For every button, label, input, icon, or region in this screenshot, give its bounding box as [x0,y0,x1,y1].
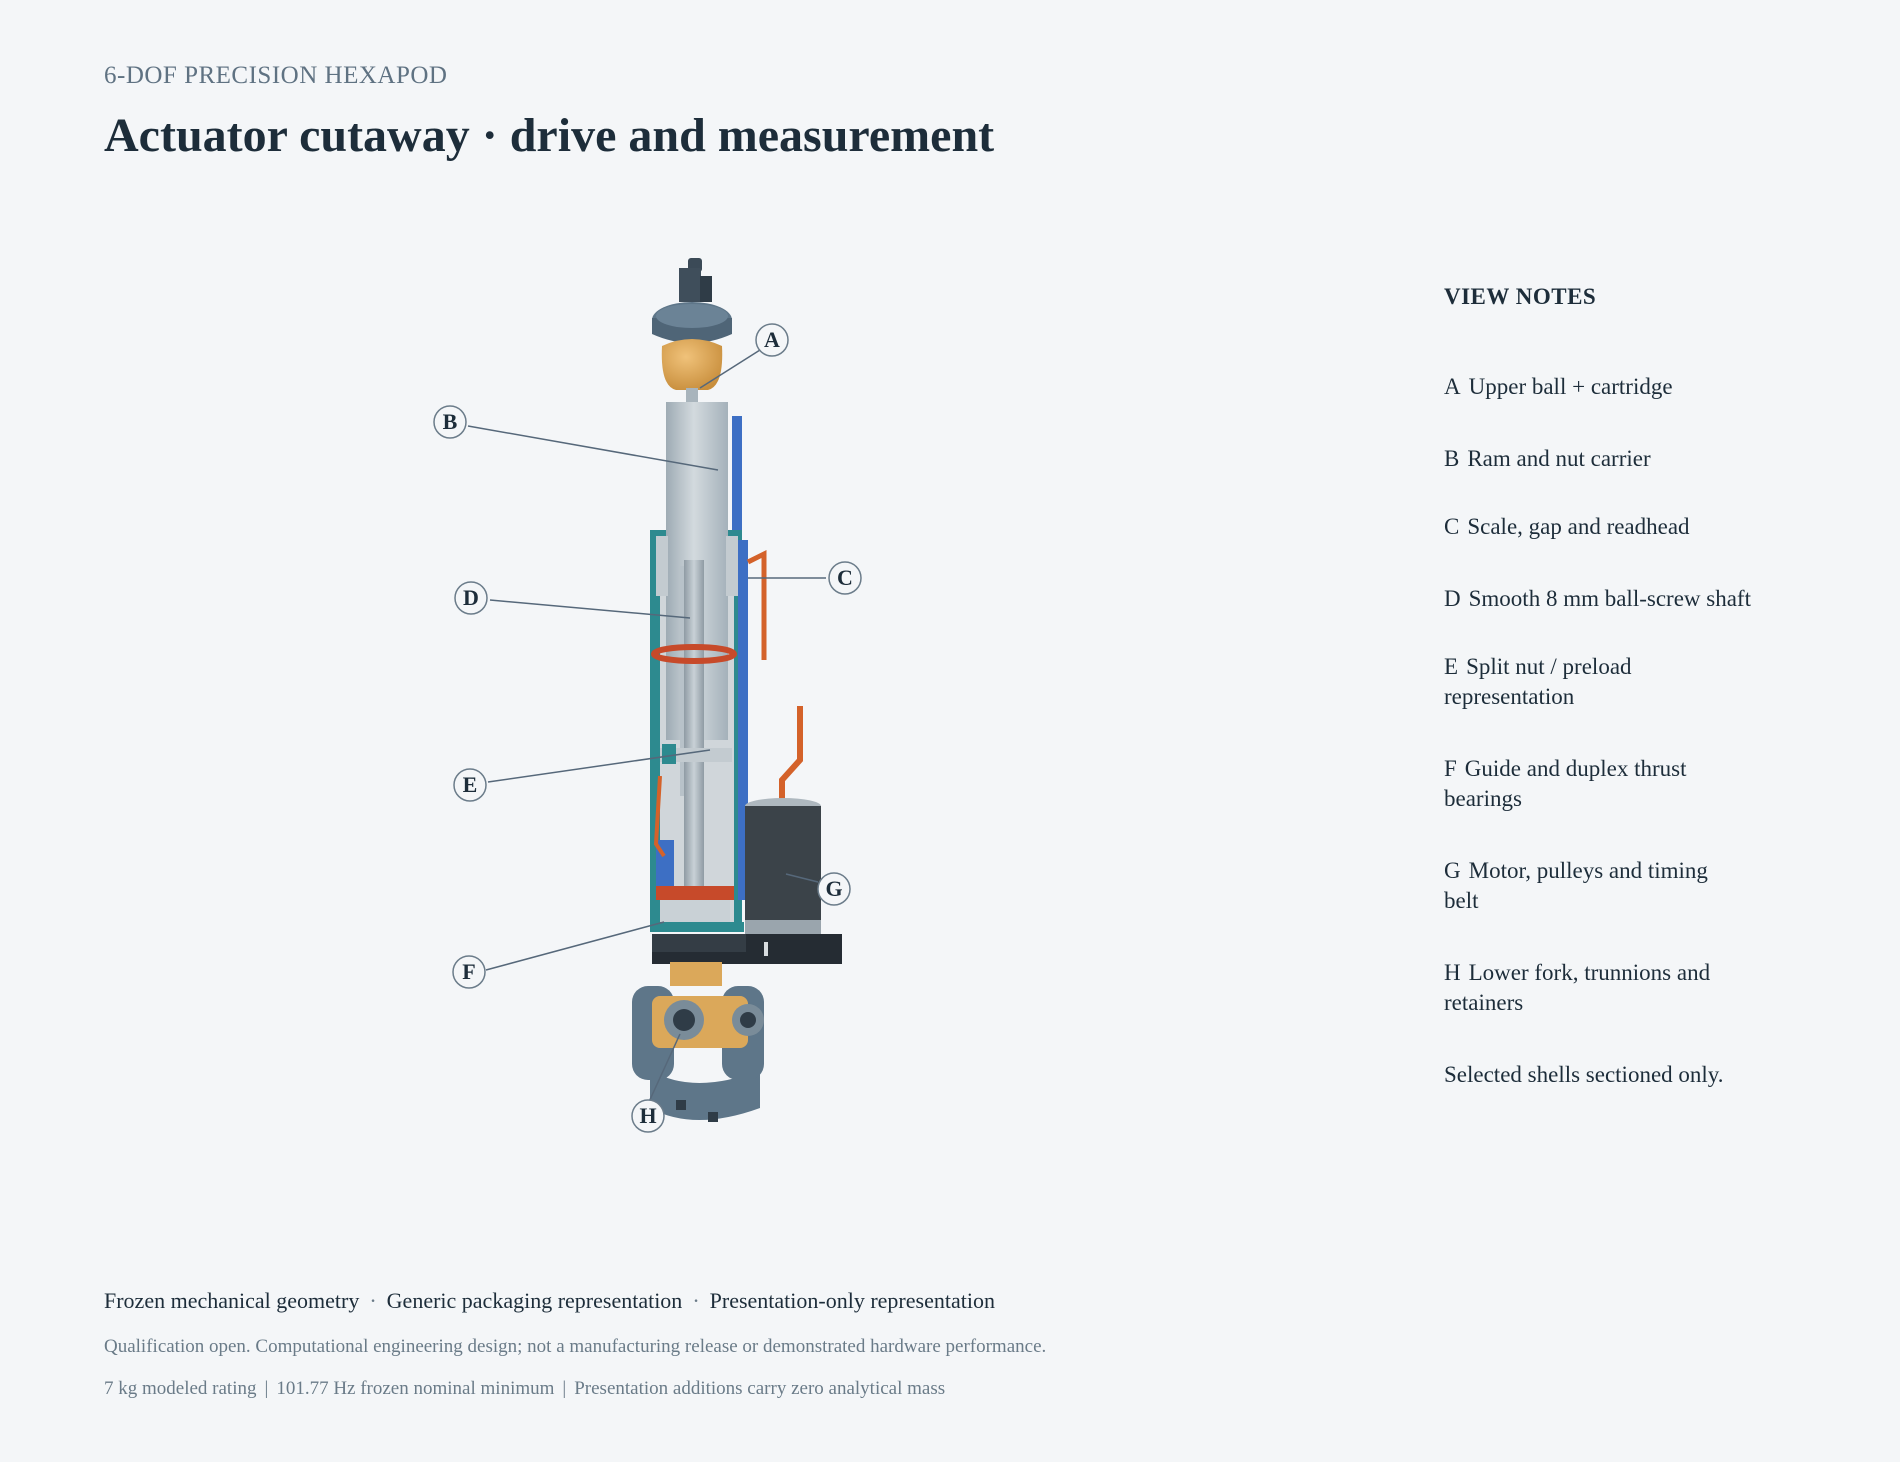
ball-screw-shaft [684,560,704,910]
svg-text:D: D [463,585,479,610]
callout-D: D [454,581,488,615]
drive-motor [745,706,821,934]
split-nut [651,644,737,764]
footer-tag: Frozen mechanical geometry [104,1288,360,1313]
svg-text:G: G [825,876,842,901]
lower-fork-trunnions [632,962,764,1122]
footer-tags: Frozen mechanical geometry·Generic packa… [104,1288,995,1313]
callout-F: F [452,955,486,989]
svg-text:F: F [462,959,475,984]
svg-text:E: E [463,772,478,797]
top-fastener [679,258,712,302]
footer-metrics: 7 kg modeled rating|101.77 Hz frozen nom… [104,1378,946,1399]
svg-text:A: A [764,327,780,352]
footer-metric: Presentation additions carry zero analyt… [574,1378,946,1399]
page-title: Actuator cutaway · drive and measurement [104,109,995,162]
svg-text:C: C [837,565,853,590]
footer-metric: 101.77 Hz frozen nominal minimum [276,1378,555,1399]
callout-C: C [828,561,862,595]
callout-B: B [433,405,467,439]
callout-A: A [755,323,789,357]
callout-H: H [631,1099,665,1133]
view-notes-panel: VIEW NOTES [1444,284,1804,356]
page-eyebrow: 6-DOF PRECISION HEXAPOD [104,62,448,89]
thrust-bearings [650,886,744,932]
footer-tag: Presentation-only representation [709,1288,995,1313]
notes-footnote: Selected shells sectioned only. [1444,1062,1724,1087]
footer-tag: Generic packaging representation [386,1288,683,1313]
readhead-cable [746,549,767,660]
view-notes-heading: VIEW NOTES [1444,284,1597,309]
callout-leaders [467,349,826,1105]
footer-disclaimer: Qualification open. Computational engine… [104,1336,1047,1357]
sensor-cable-lower [653,775,666,858]
callout-G: G [817,872,851,906]
callout-E: E [453,768,487,802]
upper-ball-cartridge [652,302,732,404]
pulley-base-plate [652,934,842,964]
footer-metric: 7 kg modeled rating [104,1378,257,1399]
svg-text:H: H [639,1103,656,1128]
svg-text:B: B [443,409,458,434]
